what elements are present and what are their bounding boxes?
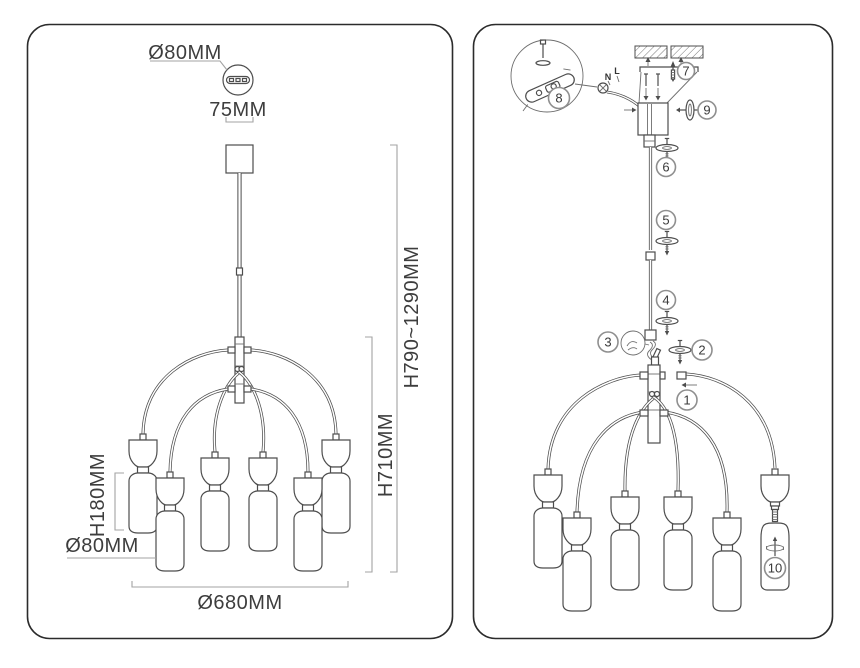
shade-low-right [712, 511, 742, 612]
canopy-side-arrows [624, 107, 686, 113]
step-badge-9: 9 [697, 100, 717, 120]
step-badge-7: 7 [676, 61, 696, 81]
shade-mid-right [248, 451, 278, 552]
overall-diameter-label: Ø680MM [197, 592, 282, 614]
ceiling-hatch [634, 45, 704, 59]
dim-shade-diameter: Ø80MM [65, 535, 156, 559]
rod-collar [643, 134, 656, 148]
mounting-bar [638, 57, 699, 104]
svg-text:2: 2 [698, 343, 705, 358]
shade-mid-left [200, 451, 230, 552]
svg-text:10: 10 [768, 561, 782, 576]
shade-outer-right [321, 433, 351, 534]
shade-outer-left [128, 433, 158, 534]
step-badge-2: 2 [691, 339, 713, 361]
overall-height-label: H790~1290MM [401, 246, 423, 389]
step-badge-8: 8 [547, 86, 571, 110]
svg-text:1: 1 [683, 393, 690, 408]
body-height-label: H710MM [375, 413, 397, 497]
shade-low-left [562, 511, 592, 612]
wiring-detail-circle [620, 330, 650, 356]
shade-diameter-label: Ø80MM [65, 535, 139, 557]
svg-text:7: 7 [682, 64, 689, 79]
arm-insert-arrow [681, 382, 697, 388]
shade-outer-left [533, 468, 563, 569]
lock-ring-icon-step5 [655, 230, 679, 257]
step-badge-10: 10 [763, 556, 787, 580]
rotate-icon [766, 536, 784, 556]
assembly-hub [647, 364, 661, 444]
dim-body-height: H710MM [365, 336, 397, 573]
dim-canopy-plate: 75MM [209, 99, 267, 123]
step-badge-3: 3 [597, 331, 619, 353]
wire-neutral-label: N [605, 72, 612, 82]
wire-live-label: L [614, 66, 620, 76]
svg-text:4: 4 [662, 293, 669, 308]
dim-overall-diameter: Ø680MM [131, 581, 349, 614]
left-panel-svg: Ø80MM 75MM H180 [26, 23, 454, 640]
canopy-box [637, 102, 669, 136]
shade-low-left [155, 471, 185, 572]
canopy-diameter-label: Ø80MM [148, 42, 222, 64]
dim-shade-height: H180MM [87, 453, 124, 537]
dim-overall-height: H790~1290MM [390, 144, 423, 573]
shade-height-label: H180MM [87, 453, 109, 537]
canopy-detail [222, 64, 254, 96]
lock-ring-icon-step4 [655, 310, 679, 337]
right-panel-border [472, 23, 834, 640]
canopy-plate-label: 75MM [209, 99, 267, 121]
left-panel-border [26, 23, 454, 640]
right-panel-svg: 8 N L 7 [472, 23, 834, 640]
anchor-screw [597, 82, 609, 94]
assembly-arms [546, 371, 777, 513]
step-badge-5: 5 [655, 209, 677, 231]
step-badge-4: 4 [655, 289, 677, 311]
step-badge-6: 6 [655, 156, 677, 178]
suspension-rod [235, 173, 244, 337]
shade-mid-left [610, 490, 640, 591]
hub-top-nub [650, 356, 660, 366]
step-badge-1: 1 [676, 389, 698, 411]
chandelier-arms [141, 346, 338, 473]
thumbscrew-icon-step9 [685, 99, 698, 121]
svg-text:9: 9 [703, 103, 710, 118]
rod-end-fitting [644, 329, 657, 341]
rod-coupler [645, 251, 656, 261]
screw-icon-step7 [669, 60, 677, 83]
svg-text:5: 5 [662, 213, 669, 228]
svg-text:8: 8 [555, 91, 562, 106]
svg-text:6: 6 [662, 160, 669, 175]
dim-canopy-diameter: Ø80MM [148, 42, 228, 71]
svg-text:3: 3 [604, 335, 611, 350]
shade-low-right [293, 471, 323, 572]
lock-ring-icon-step2 [668, 339, 692, 366]
shade-mid-right [663, 490, 693, 591]
ceiling-mount-box [225, 144, 254, 174]
